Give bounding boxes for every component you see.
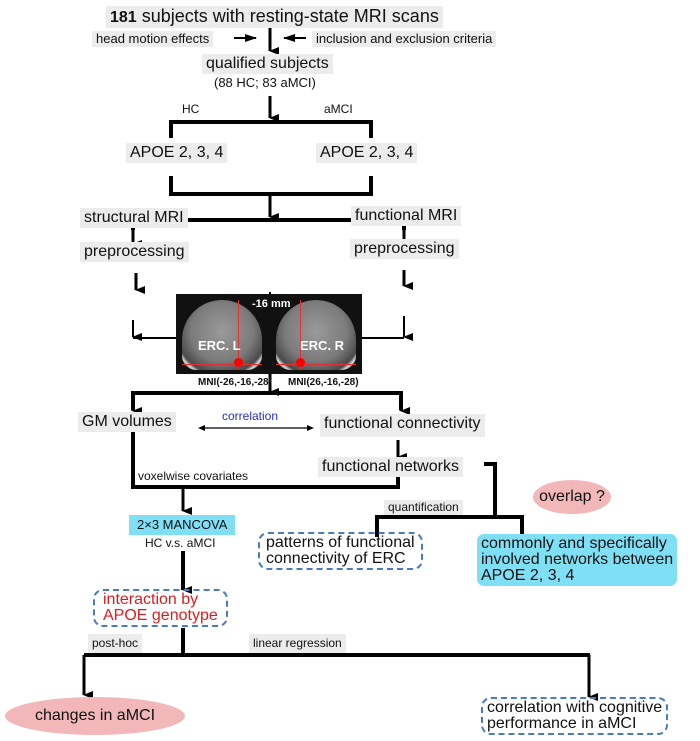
hc-label: HC xyxy=(182,102,200,116)
mni-right: MNI(26,-16,-28) xyxy=(288,377,359,388)
structural-mri: structural MRI xyxy=(80,208,188,228)
cognitive-box: correlation with cognitive performance i… xyxy=(481,697,669,735)
networks-line1: commonly and specifically xyxy=(481,535,667,552)
subjects-text: subjects with resting-state MRI scans xyxy=(141,6,439,26)
functional-connectivity: functional connectivity xyxy=(320,414,485,437)
subjects-header: 181 subjects with resting-state MRI scan… xyxy=(106,6,443,28)
preprocessing-functional: preprocessing xyxy=(350,239,459,259)
networks-line2: involved networks between xyxy=(481,551,674,568)
brain-slice-right xyxy=(276,300,356,370)
subject-count: 181 xyxy=(110,9,137,26)
criteria-label: inclusion and exclusion criteria xyxy=(312,31,497,48)
gm-volumes: GM volumes xyxy=(78,412,176,432)
cognitive-line2: performance in aMCI xyxy=(487,715,637,732)
overlap-ellipse: overlap ? xyxy=(533,480,611,514)
patterns-line2: connectivity of ERC xyxy=(266,550,406,567)
quantification-label: quantification xyxy=(384,500,463,516)
interaction-box: interaction by APOE genotype xyxy=(93,589,228,627)
head-motion-label: head motion effects xyxy=(92,31,214,48)
networks-line3: APOE 2, 3, 4 xyxy=(481,567,575,584)
networks-bracket xyxy=(484,462,497,517)
roi-label-left: ERC. L xyxy=(198,338,241,353)
networks-box: commonly and specifically involved netwo… xyxy=(477,534,678,586)
crosshair-left-v xyxy=(238,300,239,370)
quantification-bracket xyxy=(375,515,524,537)
voxelwise-bracket xyxy=(131,432,400,489)
crosshair-right-v xyxy=(300,300,301,370)
crosshair-right-h xyxy=(276,364,356,365)
roi-dot-right xyxy=(296,358,305,367)
correlation-label: correlation xyxy=(222,409,279,423)
roi-dot-left xyxy=(234,358,243,367)
cognitive-line1: correlation with cognitive xyxy=(487,699,663,716)
slice-label: -16 mm xyxy=(252,298,291,310)
brain-slice-left xyxy=(182,300,262,370)
mancova-box: 2×3 MANCOVA xyxy=(129,515,236,536)
brain-mri-image: -16 mm ERC. L ERC. R xyxy=(176,294,362,374)
hc-apoe-box: APOE 2, 3, 4 xyxy=(126,143,228,163)
voxelwise-covariates: voxelwise covariates xyxy=(138,469,249,483)
interaction-line1: interaction by xyxy=(103,591,199,608)
changes-ellipse: changes in aMCI xyxy=(5,697,185,735)
linear-regression-label: linear regression xyxy=(249,634,346,654)
qualified-subjects: qualified subjects xyxy=(202,54,333,74)
functional-mri: functional MRI xyxy=(351,206,462,226)
mni-left: MNI(-26,-16,-28) xyxy=(198,377,272,388)
functional-networks: functional networks xyxy=(318,457,463,477)
group-merge-bracket xyxy=(169,176,373,196)
patterns-box: patterns of functional connectivity of E… xyxy=(258,532,423,570)
interaction-line2: APOE genotype xyxy=(103,607,218,624)
preprocessing-structural: preprocessing xyxy=(80,242,189,262)
qualified-counts: (88 HC; 83 aMCI) xyxy=(214,75,316,90)
crosshair-left-h xyxy=(182,364,262,365)
patterns-line1: patterns of functional xyxy=(266,534,415,551)
amci-apoe-box: APOE 2, 3, 4 xyxy=(316,143,418,163)
hc-vs-amci: HC v.s. aMCI xyxy=(145,536,216,550)
amci-label: aMCI xyxy=(324,102,353,116)
group-split-bracket xyxy=(169,120,373,138)
post-hoc-label: post-hoc xyxy=(88,634,143,654)
analysis-split-bracket xyxy=(131,391,403,410)
roi-label-right: ERC. R xyxy=(300,338,345,353)
